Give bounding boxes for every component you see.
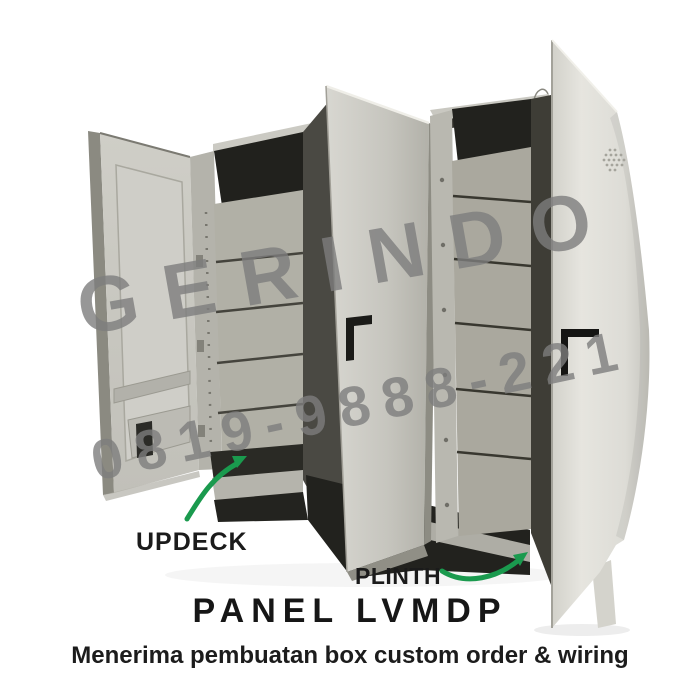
cabinet-bay-right	[430, 95, 551, 585]
cabinet-bay-left	[190, 132, 308, 522]
vent-perforation	[602, 148, 626, 172]
product-title: PANEL LVMDP	[192, 592, 508, 630]
left-door	[88, 131, 200, 501]
plinth-label: PLINTH	[355, 563, 442, 589]
right-door	[551, 39, 650, 628]
updeck-label: UPDECK	[136, 528, 248, 556]
middle-door	[325, 84, 437, 581]
door-lock	[136, 421, 153, 458]
middle-door-handle	[346, 315, 372, 361]
product-subtitle: Menerima pembuatan box custom order & wi…	[71, 642, 629, 669]
plinth-arrow	[439, 552, 528, 582]
updeck-arrow	[184, 456, 247, 522]
right-door-handle	[561, 329, 599, 376]
